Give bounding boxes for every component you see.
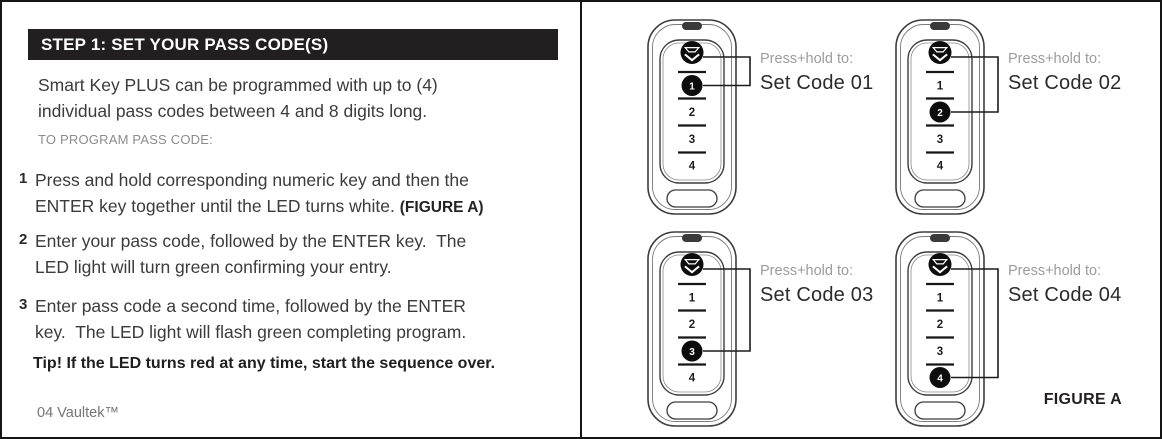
- fob-button-3: 3: [937, 134, 943, 146]
- fob-callout-label: Press+hold to: Set Code 03: [760, 223, 873, 307]
- instructions-panel: STEP 1: SET YOUR PASS CODE(S) Smart Key …: [2, 2, 580, 437]
- step-item: 2 Enter your pass code, followed by the E…: [19, 229, 493, 281]
- press-hold-hint: Press+hold to:: [760, 263, 854, 279]
- vaultek-logo-icon: [680, 41, 704, 64]
- step-text: Enter pass code a second time, followed …: [35, 294, 493, 346]
- fob-button-2: 2: [937, 319, 943, 331]
- press-hold-hint: Press+hold to:: [760, 51, 854, 67]
- step-number: 1: [19, 170, 28, 187]
- step-item: 1 Press and hold corresponding numeric ke…: [19, 168, 493, 220]
- step-text-body: Enter your pass code, followed by the EN…: [35, 231, 472, 277]
- fob-button-4: 4: [689, 373, 696, 385]
- fob-button-1-active: 1: [681, 75, 703, 96]
- step-number: 3: [19, 296, 28, 313]
- svg-text:4: 4: [937, 373, 943, 384]
- fob-button-4: 4: [937, 161, 944, 173]
- fob-callout-label: Press+hold to: Set Code 02: [1008, 11, 1121, 95]
- set-code-label: Set Code 02: [1008, 72, 1122, 94]
- fob-button-1: 1: [937, 81, 944, 93]
- section-header-title: STEP 1: SET YOUR PASS CODE(S): [41, 34, 329, 54]
- key-fob-illustration: 1 2 3 4 Press+hold to: Set Code 03: [640, 223, 873, 433]
- fob-button-2: 2: [689, 319, 695, 331]
- callout-bracket: [951, 56, 999, 113]
- step-item: 3 Enter pass code a second time, followed…: [19, 294, 493, 346]
- set-code-label: Set Code 04: [1008, 284, 1122, 306]
- fob-grip-slot: [914, 189, 966, 208]
- step-text-body: Enter pass code a second time, followed …: [35, 296, 471, 342]
- set-code-label: Set Code 03: [760, 284, 874, 306]
- key-fob-illustration: 1 2 3 4 Press+hold to: Set Code 04: [888, 223, 1121, 433]
- fob-button-3: 3: [689, 134, 695, 146]
- svg-text:3: 3: [689, 347, 695, 358]
- key-fob-graphic: 1 2 3 4: [895, 231, 999, 427]
- fob-grip-slot: [914, 401, 966, 420]
- fob-led-indicator: [930, 22, 950, 30]
- fob-button-3: 3: [937, 346, 943, 358]
- intro-text: Smart Key PLUS can be programmed with up…: [38, 75, 438, 121]
- key-fob-graphic: 1 2 3 4: [647, 231, 751, 427]
- panel-divider: [580, 2, 582, 437]
- fob-button-4-active: 4: [929, 367, 951, 388]
- fob-button-3-active: 3: [681, 340, 703, 362]
- callout-bracket: [703, 56, 751, 87]
- svg-text:1: 1: [689, 81, 695, 92]
- fob-grip-slot: [666, 401, 718, 420]
- fob-grip-slot: [666, 189, 718, 208]
- key-fob-illustration: 1 2 3 4 Press+hold to: Set Code 02: [888, 11, 1121, 221]
- fob-button-2-active: 2: [929, 101, 951, 123]
- eyebrow-label: TO PROGRAM PASS CODE:: [38, 132, 213, 147]
- figure-caption: FIGURE A: [1043, 391, 1122, 408]
- callout-bracket: [703, 268, 751, 352]
- step-text-body: Press and hold corresponding numeric key…: [35, 170, 474, 216]
- fob-led-indicator: [682, 234, 702, 242]
- fob-led-indicator: [682, 22, 702, 30]
- fob-button-2: 2: [689, 107, 695, 119]
- page-footer: 04 Vaultek™: [37, 405, 119, 421]
- fob-callout-label: Press+hold to: Set Code 01: [760, 11, 873, 95]
- fob-button-1: 1: [689, 293, 696, 305]
- set-code-label: Set Code 01: [760, 72, 874, 94]
- fob-led-indicator: [930, 234, 950, 242]
- fob-button-4: 4: [689, 161, 696, 173]
- step-text-bold-suffix: (FIGURE A): [399, 198, 484, 216]
- press-hold-hint: Press+hold to:: [1008, 51, 1102, 67]
- key-fob-graphic: 1 2 3 4: [895, 19, 999, 215]
- vaultek-logo-icon: [928, 253, 952, 276]
- key-fob-illustration: 1 2 3 4 Press+hold to: Set Code 01: [640, 11, 873, 221]
- vaultek-logo-icon: [680, 253, 704, 276]
- vaultek-logo-icon: [928, 41, 952, 64]
- press-hold-hint: Press+hold to:: [1008, 263, 1102, 279]
- step-text: Enter your pass code, followed by the EN…: [35, 229, 493, 281]
- step-number: 2: [19, 231, 28, 248]
- svg-text:2: 2: [937, 108, 943, 119]
- section-header: STEP 1: SET YOUR PASS CODE(S): [28, 29, 558, 60]
- callout-bracket: [951, 268, 999, 379]
- fob-button-1: 1: [937, 293, 944, 305]
- tip-text: Tip! If the LED turns red at any time, s…: [33, 355, 496, 372]
- step-text: Press and hold corresponding numeric key…: [35, 168, 493, 220]
- fob-callout-label: Press+hold to: Set Code 04: [1008, 223, 1121, 307]
- key-fob-graphic: 1 2 3 4: [647, 19, 751, 215]
